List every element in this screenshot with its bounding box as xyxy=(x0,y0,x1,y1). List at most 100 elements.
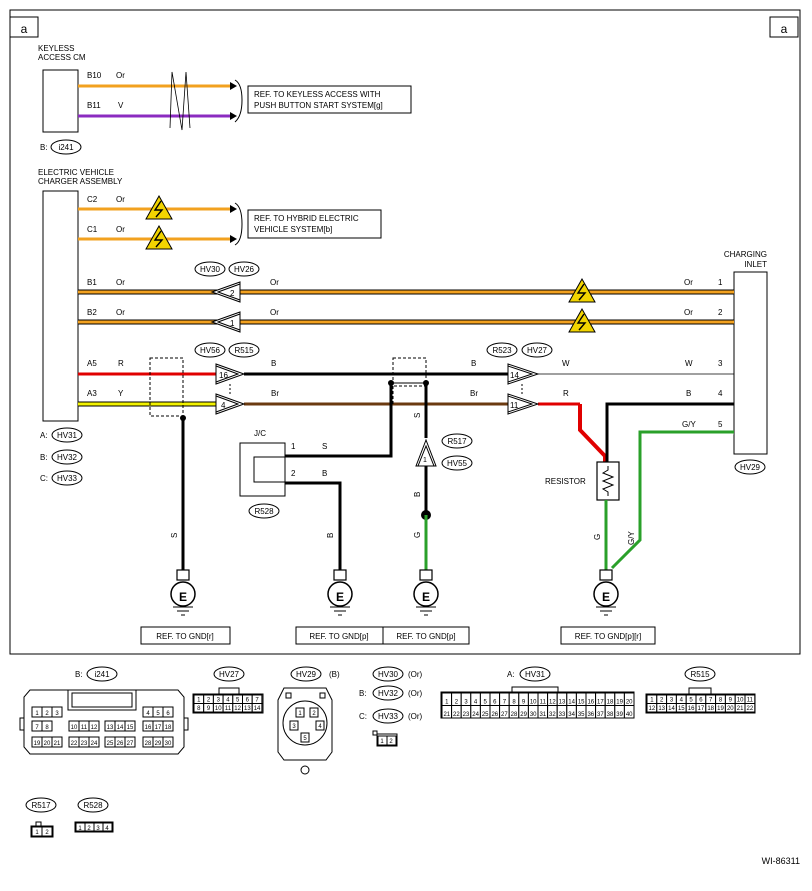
r515-pin-label: 4 xyxy=(680,698,684,704)
legend-hv32: HV32 xyxy=(378,689,399,698)
connector-symbol-hv26-pin1 xyxy=(216,313,241,331)
svg-text:7: 7 xyxy=(35,725,39,731)
r515-pin-label: 10 xyxy=(737,698,744,704)
hv31-pin-label: 31 xyxy=(539,712,546,718)
svg-text:1: 1 xyxy=(298,711,302,717)
hv31-pin-label: 17 xyxy=(597,700,604,706)
color-c2: Or xyxy=(116,195,125,204)
legend-oval-hv30 xyxy=(372,666,404,682)
junction-r517: R517 xyxy=(447,437,467,446)
connector-oval-r528 xyxy=(248,503,280,519)
connector-symbol-r515-pin16 xyxy=(215,365,240,383)
hv27-pin-label: 11 xyxy=(225,706,232,712)
ev-charger-label: ELECTRIC VEHICLE xyxy=(38,168,114,177)
svg-text:18: 18 xyxy=(165,725,172,731)
svg-text:1: 1 xyxy=(35,830,39,836)
hv31-pin-label: 40 xyxy=(626,712,633,718)
svg-text:13: 13 xyxy=(107,725,114,731)
svg-text:29: 29 xyxy=(155,741,162,747)
wire-inlet-b-down xyxy=(605,402,734,462)
junction-hv27: HV27 xyxy=(527,346,548,355)
hv31-pin-label: 35 xyxy=(578,712,585,718)
svg-text:8: 8 xyxy=(45,725,49,731)
svg-text:2: 2 xyxy=(45,830,49,836)
hv27-pin-label: 3 xyxy=(217,698,221,704)
r515-pin-cell xyxy=(744,703,756,713)
hv27-pin-label: 7 xyxy=(255,698,259,704)
junction-r523: R523 xyxy=(492,346,512,355)
r515-pin-label: 17 xyxy=(698,706,705,712)
connector-hv29: HV29 xyxy=(740,463,761,472)
legend-hv32-prefix: B: xyxy=(359,689,367,698)
r515-pin-label: 7 xyxy=(709,698,713,704)
inlet-pin-5: 5 xyxy=(718,420,723,429)
ev-connector-b-prefix: B: xyxy=(40,453,48,462)
svg-text:12: 12 xyxy=(91,725,98,731)
hv31-pin-cell xyxy=(623,705,635,719)
color-b2-right: Or xyxy=(684,308,693,317)
connector-oval-hv29 xyxy=(734,459,766,475)
legend-oval-hv32 xyxy=(372,685,404,701)
svg-text:20: 20 xyxy=(44,741,51,747)
r515-pin-label: 16 xyxy=(688,706,695,712)
high-voltage-icon xyxy=(145,194,173,220)
arrow-b11 xyxy=(230,112,237,120)
ref-gnd-r: REF. TO GND[r] xyxy=(156,632,214,641)
svg-text:10: 10 xyxy=(71,725,78,731)
wire-a3-red-down xyxy=(578,404,607,462)
hv27-pin-label: 12 xyxy=(234,706,241,712)
ground-symbol-left: E xyxy=(170,569,196,616)
legend-hv27: HV27 xyxy=(219,670,240,679)
ev-charger-label-2: CHARGER ASSEMBLY xyxy=(38,177,123,186)
hv27-pin-label: 8 xyxy=(197,706,201,712)
legend-r517: R517 xyxy=(31,801,51,810)
hv31-pin-label: 37 xyxy=(597,712,604,718)
svg-text:14: 14 xyxy=(117,725,124,731)
ev-connector-c-prefix: C: xyxy=(40,474,48,483)
r515-pin-label: 11 xyxy=(747,698,754,704)
charging-inlet-label-2: INLET xyxy=(744,260,767,269)
junction-hv26: HV26 xyxy=(234,265,255,274)
svg-text:3: 3 xyxy=(292,724,296,730)
hv31-pin-label: 38 xyxy=(607,712,614,718)
legend-hv31-prefix: A: xyxy=(507,670,515,679)
hv31-pin-label: 11 xyxy=(540,700,547,706)
hv27-pin-label: 14 xyxy=(254,706,261,712)
svg-text:2: 2 xyxy=(87,826,91,832)
connector-oval-r517 xyxy=(441,433,473,449)
hv31-pin-label: 32 xyxy=(549,712,556,718)
corner-label-right: a xyxy=(781,22,788,36)
hv31-pin-label: 10 xyxy=(530,700,537,706)
connector-oval-hv30 xyxy=(194,261,226,277)
connector-oval-hv55 xyxy=(441,455,473,471)
ref-box-gnd-r xyxy=(140,626,231,645)
high-voltage-icon xyxy=(145,224,173,250)
color-mid-b: B xyxy=(413,492,422,497)
connector-symbol-hv27-pin11 xyxy=(507,395,534,413)
hv31-pin-label: 19 xyxy=(616,700,623,706)
legend-hv31: HV31 xyxy=(525,670,546,679)
hv31-pin-label: 29 xyxy=(520,712,527,718)
ref-gnd-p1: REF. TO GND[p] xyxy=(309,632,368,641)
connector-oval-i241 xyxy=(50,139,82,155)
ref-box-gnd-pr xyxy=(560,626,656,645)
pin-a3: A3 xyxy=(87,389,97,398)
connector-face-hv29 xyxy=(277,687,333,775)
legend-i241: i241 xyxy=(94,670,110,679)
connector-face-hv30: 1 2 xyxy=(372,730,398,747)
ref-bracket-keyless xyxy=(234,79,243,123)
pin-b2: B2 xyxy=(87,308,97,317)
svg-text:2: 2 xyxy=(389,739,393,745)
hv27-pin-label: 9 xyxy=(207,706,211,712)
junction-r517-pin: 1 xyxy=(423,457,427,464)
r515-pin-label: 6 xyxy=(699,698,703,704)
svg-text:30: 30 xyxy=(165,741,172,747)
r515-pin-label: 15 xyxy=(678,706,685,712)
color-a5-mid: B xyxy=(271,359,276,368)
color-b1-left: Or xyxy=(116,278,125,287)
connector-oval-hv31 xyxy=(51,427,83,443)
hv31-pin-label: 14 xyxy=(568,700,575,706)
ev-charger-box xyxy=(42,190,79,422)
keyless-cm-connector-prefix: B: xyxy=(40,143,48,152)
